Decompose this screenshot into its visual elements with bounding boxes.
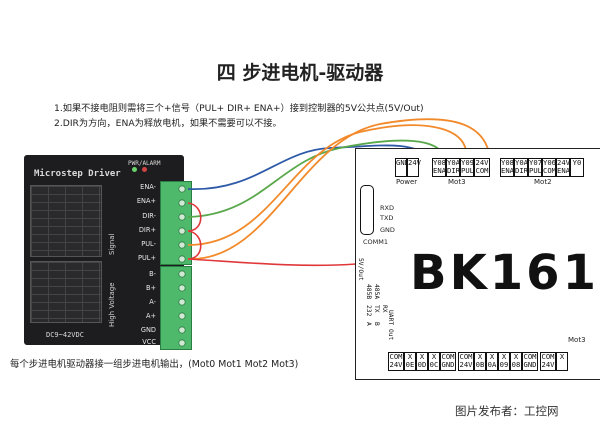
power-terminal-block	[160, 266, 192, 350]
left-label-rx: RX	[381, 305, 388, 313]
footer-note: 每个步进电机驱动器接一组步进电机输出，(Mot0 Mot1 Mot2 Mot3)	[10, 359, 299, 370]
page-title: 四 步进电机-驱动器	[216, 62, 384, 84]
term2-y0: Y0	[570, 158, 584, 177]
mot3-right-label: Mot3	[568, 336, 586, 344]
uart-out-label: UART Out	[387, 310, 394, 341]
alarm-led	[142, 167, 147, 172]
pin-dir-minus: DIR-	[142, 212, 156, 220]
image-credit: 图片发布者：工控网	[455, 404, 559, 418]
left-label-5v: 5V/Out	[357, 258, 364, 281]
current-table	[30, 261, 102, 323]
pin-vcc: VCC	[142, 338, 156, 346]
term-24v: 24V	[407, 158, 421, 177]
driver-name: Microstep Driver	[34, 169, 121, 179]
pin-b-plus: B+	[145, 284, 156, 292]
bottom-term-13: X	[556, 352, 568, 371]
pin-dir-plus: DIR+	[138, 226, 156, 234]
left-label-485a: 485A	[373, 284, 380, 300]
note-1: 1.如果不接电阻则需将三个+信号（PUL+ DIR+ ENA+）接到控制器的5V…	[54, 103, 424, 114]
wire-ena-jumper-red	[187, 202, 202, 232]
mot2-label: Mot2	[534, 178, 552, 186]
power-label: Power	[396, 178, 418, 186]
pin-a-plus: A+	[145, 312, 156, 320]
wire-pul-orange	[187, 124, 467, 246]
comm-rxd: RXD	[380, 204, 394, 212]
comm-gnd: GND	[380, 226, 395, 234]
comm-txd: TXD	[380, 214, 394, 222]
left-label-a: A	[365, 322, 372, 326]
pin-pul-minus: PUL-	[141, 240, 156, 248]
driver-pwr-alarm: PWR/ALARM	[128, 160, 161, 167]
terminal-screws	[178, 185, 186, 347]
pin-gnd: GND	[140, 326, 156, 334]
driver-voltage: DC9~42VDC	[46, 331, 84, 339]
signal-terminal-block	[160, 181, 192, 265]
term-gnd: GND	[395, 158, 409, 177]
wire-dir-jumper-red	[187, 230, 202, 260]
pin-ena-minus: ENA-	[140, 183, 156, 191]
pin-pul-plus: PUL+	[137, 254, 156, 262]
left-label-tx: TX	[373, 305, 380, 313]
left-label-232: 232	[365, 305, 372, 317]
pin-ena-plus: ENA+	[136, 197, 156, 205]
board-model: BK161	[410, 245, 599, 301]
power-led	[132, 167, 137, 172]
left-label-485b: 485B	[365, 284, 372, 300]
microstep-table	[30, 185, 102, 257]
stepper-driver: Microstep Driver PWR/ALARM Signal High V…	[24, 155, 184, 346]
left-label-b: B	[373, 322, 380, 326]
pin-a-minus: A-	[149, 298, 156, 306]
pin-b-minus: B-	[149, 270, 156, 278]
wire-ena-blue	[187, 144, 433, 190]
note-2: 2.DIR为方向，ENA为释放电机，如果不需要可以不接。	[54, 118, 282, 129]
comm1-label: COMM1	[363, 238, 389, 246]
controller-board	[355, 148, 600, 380]
wire-5v-red	[187, 258, 357, 267]
mot3-label: Mot3	[448, 178, 466, 186]
comm1-connector	[360, 185, 374, 235]
wire-com-orange	[187, 118, 491, 260]
wire-dir-green	[187, 139, 445, 218]
